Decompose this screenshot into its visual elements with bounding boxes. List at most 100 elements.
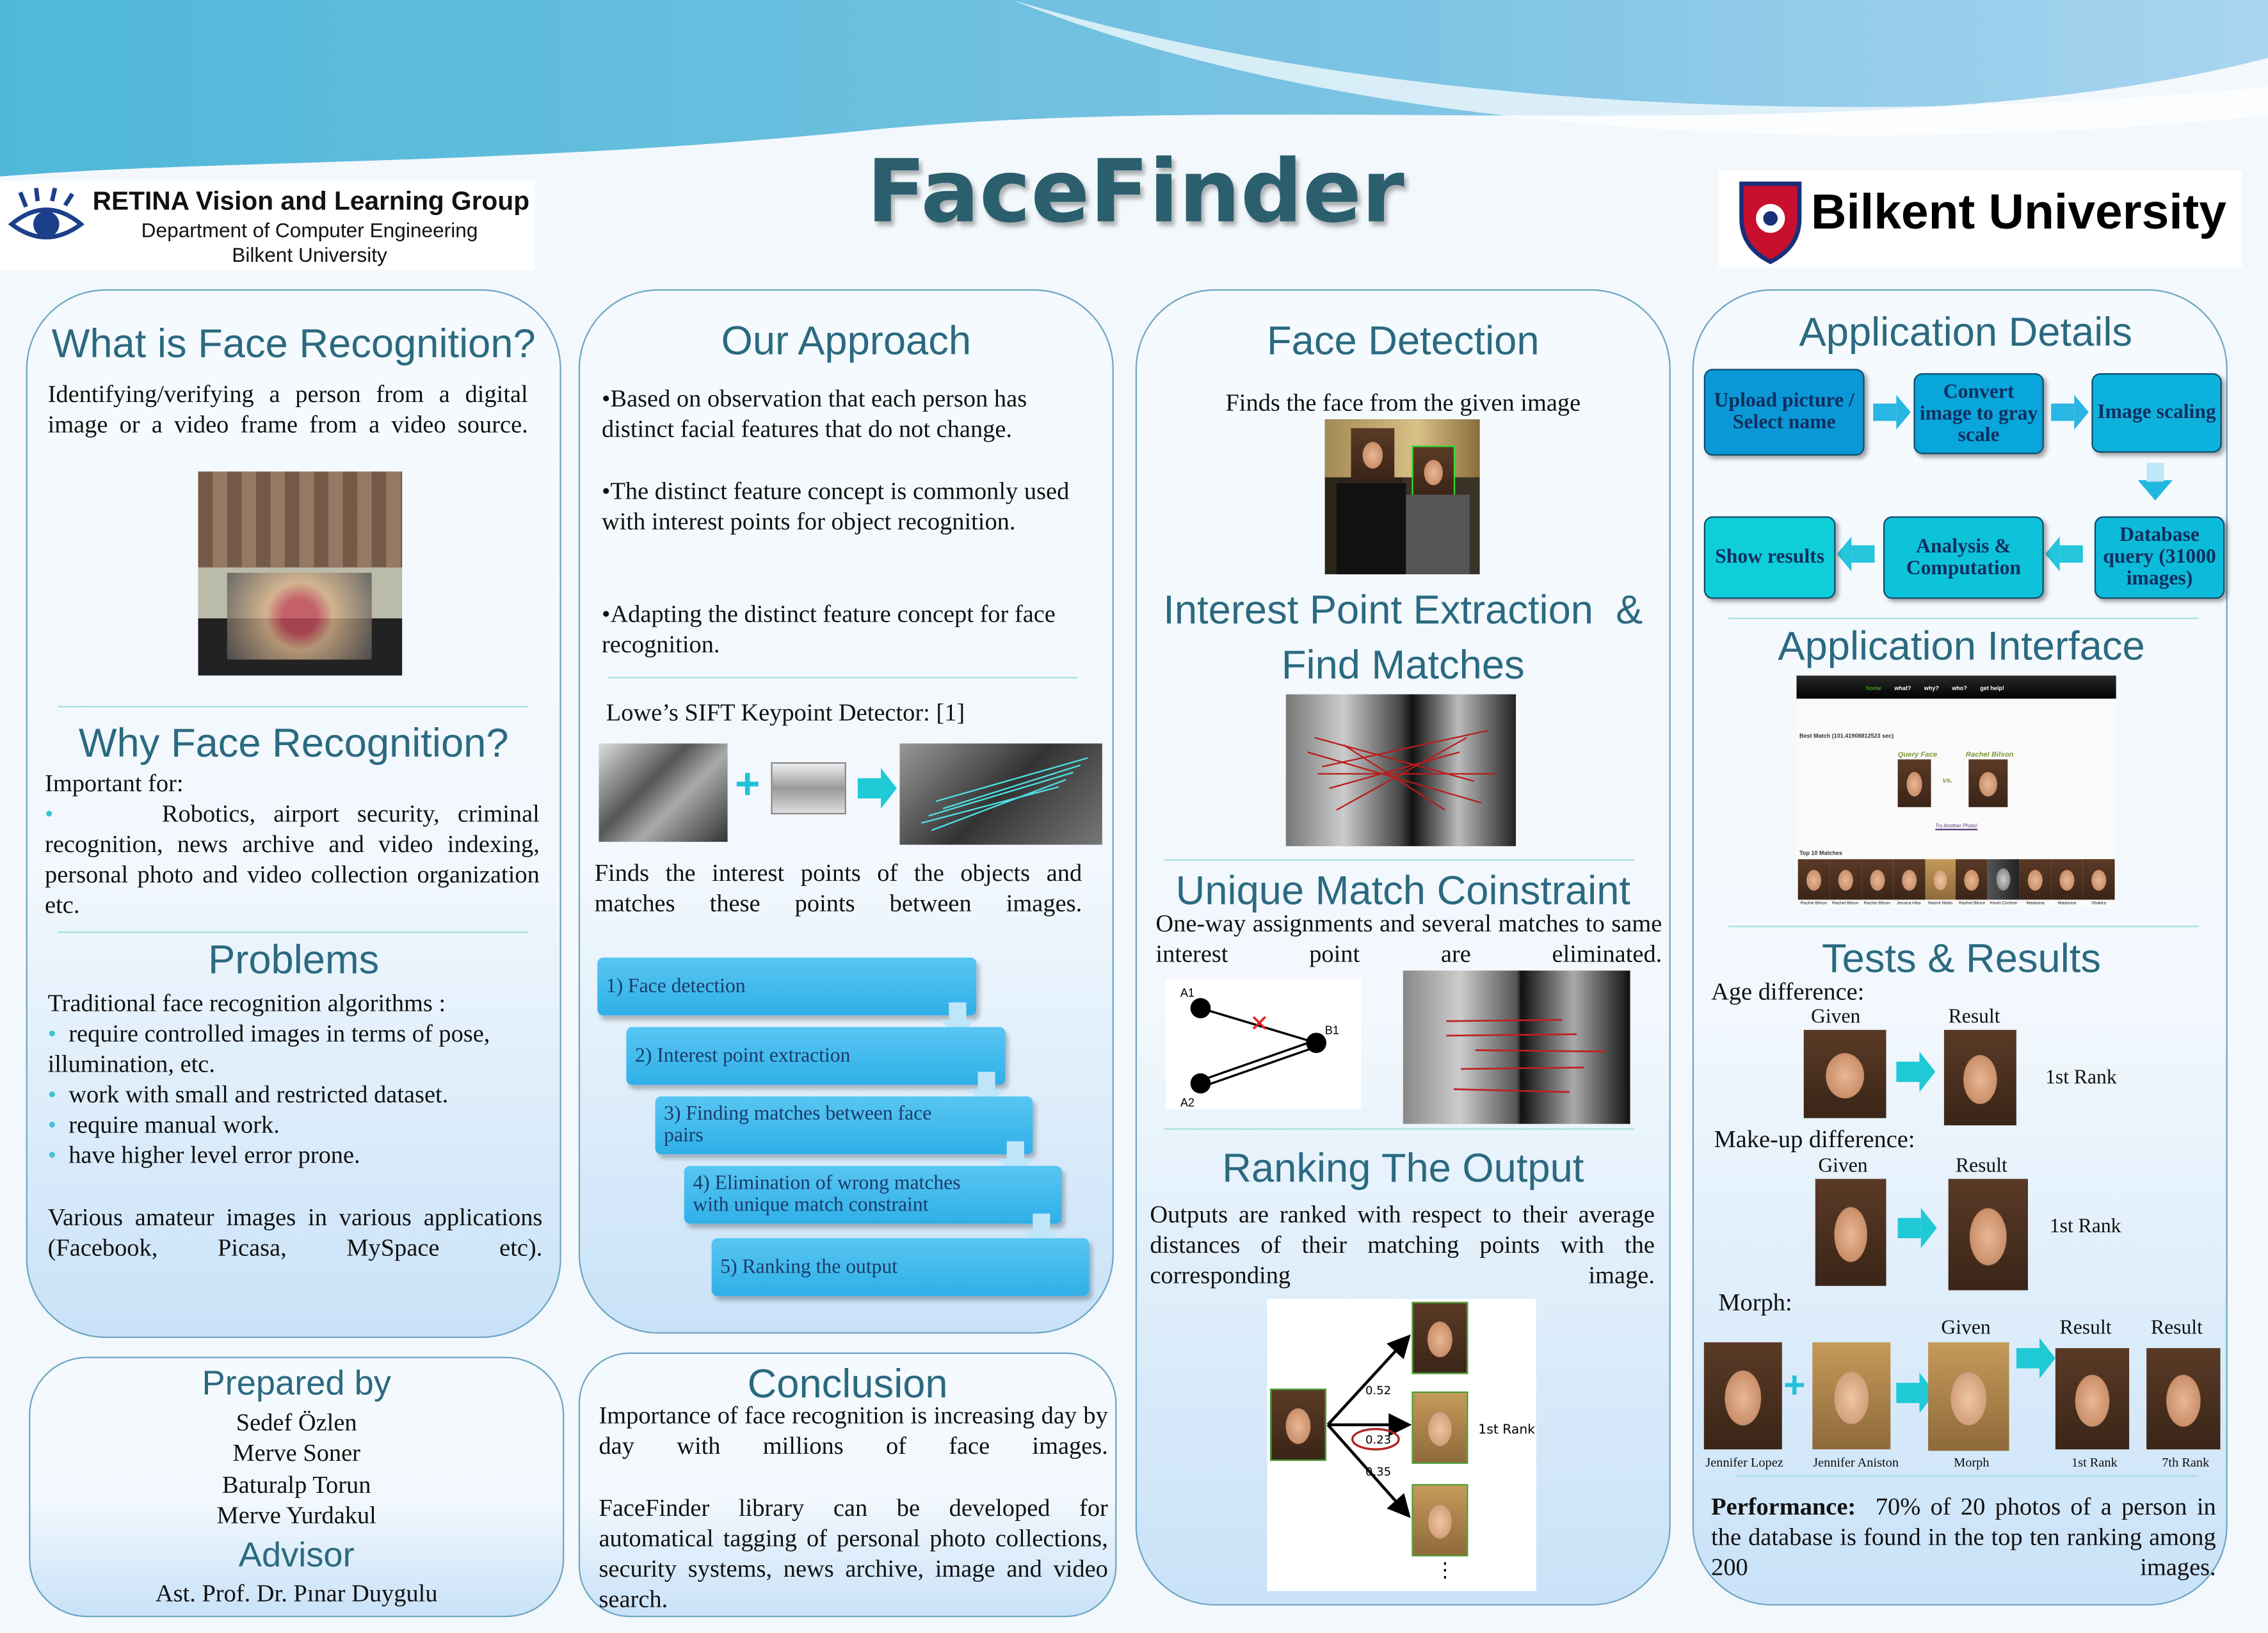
arrow-right-icon bbox=[2051, 394, 2089, 430]
divider bbox=[1735, 1475, 2199, 1477]
match-thumb[interactable]: Jessica Alba bbox=[1893, 859, 1925, 906]
app-interface-title: Application Interface bbox=[1778, 623, 2145, 668]
author-name: Merve Yurdakul bbox=[216, 1501, 376, 1529]
conclusion-p2: FaceFinder library can be developed for … bbox=[599, 1494, 1108, 1613]
morph-result-image bbox=[2055, 1347, 2130, 1450]
divider bbox=[58, 705, 528, 707]
makeup-result-image bbox=[1948, 1178, 2028, 1291]
nav-why[interactable]: why? bbox=[1924, 683, 1939, 691]
panel-prepared-by bbox=[29, 1356, 565, 1618]
divider bbox=[1728, 617, 2199, 620]
plus-icon: + bbox=[734, 760, 760, 809]
morph-caption: Morph bbox=[1954, 1455, 1990, 1470]
morph-caption: Jennifer Aniston bbox=[1813, 1455, 1899, 1470]
flow-step-upload: Upload picture / Select name bbox=[1703, 369, 1865, 456]
arrow-left-icon bbox=[1837, 536, 1875, 572]
age-given-image bbox=[1803, 1029, 1886, 1118]
more-dots: ⋮ bbox=[1435, 1559, 1456, 1582]
department-name: Department of Computer Engineering bbox=[141, 218, 478, 242]
morph-result-image bbox=[2146, 1347, 2221, 1450]
arrow-right-icon bbox=[2016, 1338, 2055, 1379]
author-name: Merve Soner bbox=[232, 1439, 360, 1467]
distance-label: 0.52 bbox=[1365, 1384, 1391, 1397]
panel-what-why-problems bbox=[26, 289, 561, 1339]
match-thumb[interactable]: Madonna bbox=[2051, 859, 2083, 906]
conclusion-title: Conclusion bbox=[747, 1361, 948, 1406]
match-thumb[interactable]: Madonna bbox=[2019, 859, 2052, 906]
morph-caption: Jennifer Lopez bbox=[1705, 1455, 1783, 1470]
distance-label: 0.35 bbox=[1365, 1465, 1391, 1479]
age-result-image bbox=[1943, 1029, 2016, 1125]
nav-who[interactable]: who? bbox=[1952, 683, 1967, 691]
arrow-right-icon bbox=[857, 768, 897, 809]
divider bbox=[58, 931, 528, 933]
match-name: Shakira bbox=[2091, 899, 2107, 906]
try-another-link[interactable]: Try Another Photo! bbox=[1935, 823, 1978, 829]
why-title: Why Face Recognition? bbox=[78, 720, 509, 766]
nav-what[interactable]: what? bbox=[1894, 683, 1911, 691]
process-step: 1) Face detection bbox=[597, 957, 977, 1016]
match-name: Kevin Costner bbox=[1990, 899, 2018, 906]
approach-title: Our Approach bbox=[721, 318, 972, 364]
match-name: Rachel Bilson bbox=[1800, 899, 1828, 906]
result-label: Result bbox=[2151, 1317, 2203, 1340]
rank-label: 1st Rank bbox=[1478, 1421, 1535, 1436]
what-text: Identifying/verifying a person from a di… bbox=[47, 380, 528, 438]
conclusion-p1: Importance of face recognition is increa… bbox=[599, 1401, 1108, 1460]
approach-point: •The distinct feature concept is commonl… bbox=[601, 477, 1070, 536]
top-matches-row: Rachel Bilson Rachel Bilson Rachel Bilso… bbox=[1798, 859, 2115, 906]
problem-item: • work with small and restricted dataset… bbox=[47, 1080, 449, 1108]
problems-outro: Various amateur images in various applic… bbox=[47, 1203, 543, 1262]
sift-object-image bbox=[599, 743, 728, 842]
arrow-down-icon bbox=[2137, 463, 2173, 501]
match-thumb[interactable]: Rachel Bilson bbox=[1798, 859, 1830, 906]
problem-item: • have higher level error prone. bbox=[47, 1141, 360, 1169]
match-name: Rachel Bilson bbox=[1863, 899, 1891, 906]
ranking-diagram: 0.52 0.23 0.35 1st Rank ⋮ bbox=[1267, 1299, 1536, 1591]
sift-matches-image bbox=[899, 743, 1102, 845]
cross-icon: ✕ bbox=[1250, 1010, 1269, 1036]
match-thumb[interactable]: Rachel Bilson bbox=[1861, 859, 1894, 906]
what-title: What is Face Recognition? bbox=[51, 321, 536, 366]
match-thumb[interactable]: Naomi Watts bbox=[1924, 859, 1957, 906]
best-match-label: Best Match (101.41908812523 sec) bbox=[1799, 732, 1894, 739]
match-name-label: Rachel Bilson bbox=[1965, 750, 2014, 760]
divider bbox=[1728, 926, 2199, 928]
header-wave-banner bbox=[0, 0, 2268, 177]
unique-title: Unique Match Coinstraint bbox=[1175, 867, 1630, 913]
makeup-given-image bbox=[1815, 1178, 1886, 1286]
match-thumb[interactable]: Kevin Costner bbox=[1988, 859, 2020, 906]
nav-home[interactable]: home bbox=[1865, 683, 1881, 691]
problem-text: have higher level error prone. bbox=[68, 1141, 360, 1169]
why-text-body: Robotics, airport security, criminal rec… bbox=[45, 800, 540, 919]
match-name: Jessica Alba bbox=[1896, 899, 1921, 906]
match-thumb[interactable]: Shakira bbox=[2082, 859, 2115, 906]
candidate-face-image bbox=[1411, 1301, 1468, 1374]
panel-conclusion bbox=[578, 1352, 1117, 1618]
unique-match-diagram: ✕ A1 A2 B1 bbox=[1166, 979, 1362, 1110]
rank-label: 1st Rank bbox=[2045, 1067, 2117, 1090]
university-line: Bilkent University bbox=[232, 243, 387, 266]
vs-label: vs. bbox=[1942, 776, 1953, 785]
process-step: 2) Interest point extraction bbox=[626, 1027, 1006, 1085]
app-interface-screenshot: home what? why? who? get help! Best Matc… bbox=[1796, 675, 2116, 909]
result-label: Result bbox=[1955, 1155, 2007, 1178]
makeup-label: Make-up difference: bbox=[1714, 1125, 1915, 1153]
tests-title: Tests & Results bbox=[1822, 935, 2101, 981]
morph-source-image bbox=[1812, 1342, 1891, 1450]
process-step: 5) Ranking the output bbox=[711, 1238, 1090, 1296]
why-text: • Robotics, airport security, criminal r… bbox=[45, 798, 540, 920]
highlight-ellipse bbox=[1351, 1428, 1400, 1451]
match-face-thumb bbox=[1968, 759, 2008, 807]
morph-caption: 1st Rank bbox=[2071, 1455, 2118, 1470]
nav-help[interactable]: get help! bbox=[1980, 683, 2004, 691]
problem-text: require manual work. bbox=[68, 1111, 280, 1139]
flow-step-show-results: Show results bbox=[1703, 516, 1836, 599]
candidate-face-image bbox=[1411, 1484, 1468, 1557]
morph-caption: 7th Rank bbox=[2162, 1455, 2210, 1470]
given-label: Given bbox=[1818, 1155, 1868, 1178]
match-thumb[interactable]: Rachel Bilson bbox=[1956, 859, 1988, 906]
sift-caption: Finds the interest points of the objects… bbox=[594, 859, 1082, 917]
match-name: Madonna bbox=[2057, 899, 2077, 906]
match-thumb[interactable]: Rachel Bilson bbox=[1830, 859, 1862, 906]
